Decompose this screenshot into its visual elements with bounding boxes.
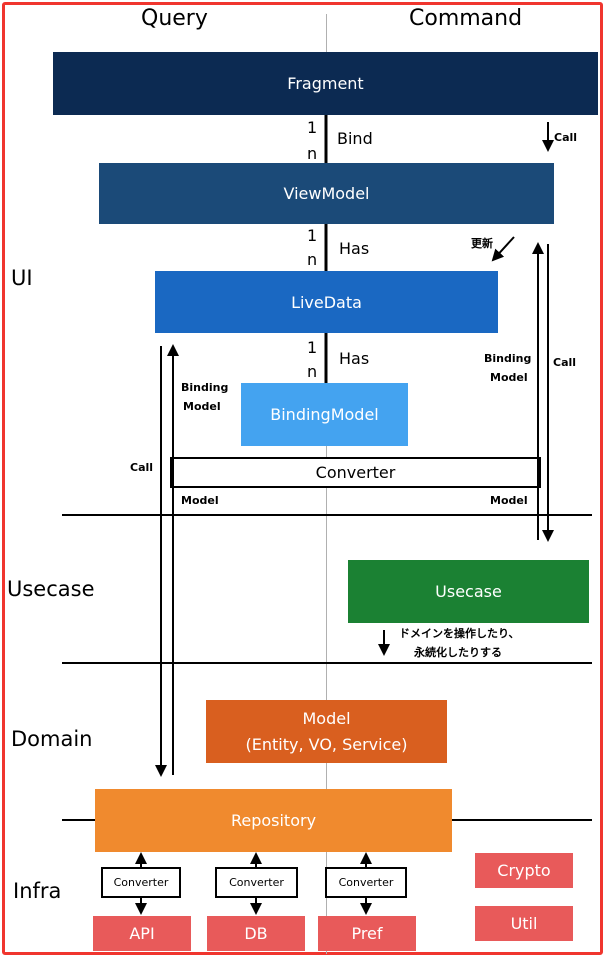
- has1-many-label: n: [307, 250, 318, 269]
- pref-converter-box: Converter: [325, 867, 407, 898]
- domain-op-annotation-1: ドメインを操作したり、: [399, 627, 520, 640]
- has2-many-label: n: [307, 362, 318, 381]
- bindingmodel-label: BindingModel: [270, 405, 379, 424]
- usecase-label: Usecase: [435, 582, 502, 601]
- model-box: Model (Entity, VO, Service): [206, 700, 447, 763]
- crypto-box: Crypto: [475, 853, 573, 888]
- command-column-title: Command: [409, 6, 523, 31]
- api-converter-box: Converter: [101, 867, 181, 898]
- model-left-annotation: Model: [181, 494, 219, 507]
- fragment-box: Fragment: [53, 52, 598, 115]
- bind-many-label: n: [307, 144, 318, 163]
- pref-box: Pref: [318, 916, 416, 951]
- call-left-annotation: Call: [130, 461, 154, 474]
- query-column-title: Query: [141, 6, 208, 31]
- bind-label: Bind: [337, 129, 373, 148]
- call-top-annotation: Call: [554, 131, 578, 144]
- db-converter-box: Converter: [215, 867, 298, 898]
- binding-model-left-annotation-1: Binding: [181, 381, 229, 394]
- model-right-annotation: Model: [490, 494, 528, 507]
- binding-model-left-annotation-2: Model: [183, 400, 221, 413]
- update-arrow: [491, 236, 515, 262]
- db-box: DB: [207, 916, 305, 951]
- usecase-box: Usecase: [348, 560, 589, 623]
- util-label: Util: [510, 914, 538, 933]
- fragment-label: Fragment: [287, 74, 364, 93]
- repository-box: Repository: [95, 789, 452, 852]
- model-label: Model: [302, 708, 351, 728]
- infra-layer-label: Infra: [13, 879, 62, 903]
- viewmodel-box: ViewModel: [99, 163, 554, 224]
- has2-label: Has: [339, 349, 370, 368]
- api-label: API: [129, 924, 155, 943]
- binding-model-right-annotation-2: Model: [490, 371, 528, 384]
- binding-model-right-annotation-1: Binding: [484, 352, 532, 365]
- ui-usecase-separator: [62, 514, 592, 516]
- api-converter-label: Converter: [113, 876, 169, 889]
- util-box: Util: [475, 906, 573, 941]
- livedata-label: LiveData: [291, 292, 362, 312]
- converter-box: Converter: [170, 457, 541, 488]
- has2-one-label: 1: [307, 338, 318, 357]
- repository-label: Repository: [230, 811, 317, 830]
- model-sublabel: (Entity, VO, Service): [245, 734, 408, 754]
- has1-label: Has: [339, 239, 370, 258]
- pref-label: Pref: [351, 924, 383, 943]
- crypto-label: Crypto: [497, 861, 551, 880]
- viewmodel-label: ViewModel: [283, 184, 370, 203]
- call-right-annotation: Call: [553, 356, 577, 369]
- converter-label: Converter: [315, 463, 396, 482]
- livedata-box: LiveData: [155, 271, 498, 333]
- db-label: DB: [244, 924, 268, 943]
- bindingmodel-box: BindingModel: [241, 383, 408, 446]
- domain-layer-label: Domain: [11, 727, 93, 751]
- pref-converter-label: Converter: [338, 876, 394, 889]
- has1-one-label: 1: [307, 226, 318, 245]
- api-box: API: [93, 916, 191, 951]
- bind-one-label: 1: [307, 118, 318, 137]
- domain-op-annotation-2: 永続化したりする: [414, 646, 502, 659]
- usecase-domain-separator: [62, 662, 592, 664]
- ui-layer-label: UI: [11, 266, 33, 290]
- db-converter-label: Converter: [229, 876, 284, 889]
- update-annotation: 更新: [471, 237, 493, 250]
- usecase-layer-label: Usecase: [7, 577, 95, 601]
